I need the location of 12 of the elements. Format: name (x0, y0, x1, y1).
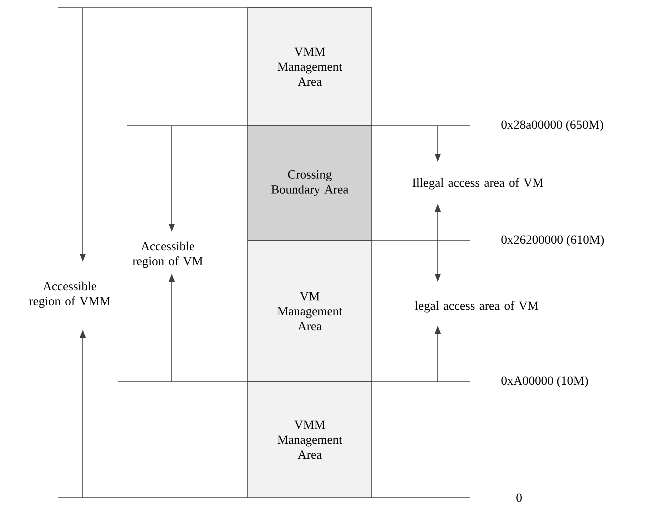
region-label: legal access area of VM (415, 301, 539, 313)
region-label: 0xA00000 (10M) (502, 376, 588, 388)
region-label: 0x26200000 (610M) (502, 235, 604, 247)
memory-block: VMM Management Area (248, 8, 372, 126)
region-label: Accessible region of VM (132, 242, 203, 268)
region-label: 0 (516, 494, 522, 502)
region-label: Accessible region of VMM (29, 282, 110, 308)
region-label: Illegal access area of VM (412, 178, 544, 190)
memory-block: VM Management Area (248, 240, 372, 382)
memory-block: VMM Management Area (248, 382, 372, 498)
region-label: 0x28a00000 (650M) (502, 120, 604, 132)
memory-block: Crossing Boundary Area (248, 126, 372, 242)
